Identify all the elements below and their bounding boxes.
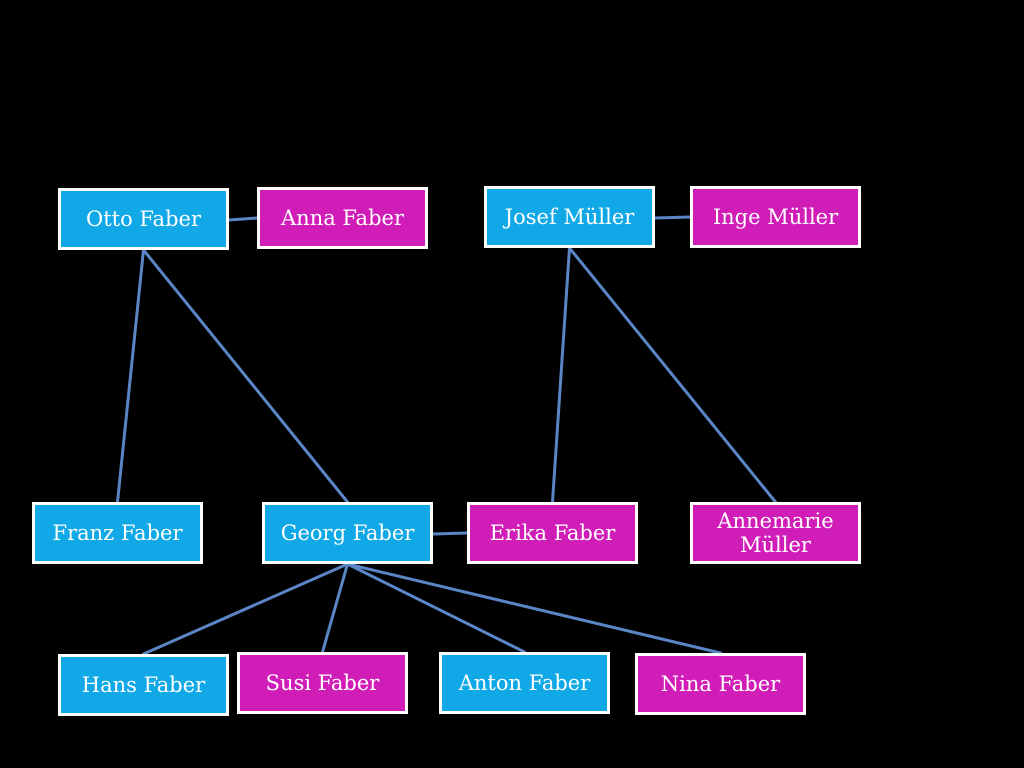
person-box-georg-faber[interactable]: Georg Faber: [262, 502, 433, 564]
person-name: Otto Faber: [86, 206, 201, 231]
person-name: Hans Faber: [81, 672, 206, 697]
person-name: Susi Faber: [265, 670, 380, 695]
person-box-franz-faber[interactable]: Franz Faber: [32, 502, 203, 564]
marriage-line-josef-inge: [653, 215, 692, 220]
person-box-erika-faber[interactable]: Erika Faber: [467, 502, 638, 564]
marriage-line-georg-erika: [431, 531, 469, 536]
person-box-anna-faber[interactable]: Anna Faber: [257, 187, 428, 249]
person-box-josef-mueller[interactable]: Josef Müller: [484, 186, 655, 248]
descent-line-georg-susi: [321, 562, 349, 654]
person-name: Georg Faber: [280, 520, 415, 545]
person-name: Anna Faber: [281, 205, 404, 230]
descent-line-georg-anton: [346, 562, 526, 654]
descent-line-josef-annemarie: [568, 246, 777, 504]
person-name: Anton Faber: [458, 670, 591, 695]
person-box-susi-faber[interactable]: Susi Faber: [237, 652, 408, 714]
person-box-inge-mueller[interactable]: Inge Müller: [690, 186, 861, 248]
descent-line-otto-franz: [116, 248, 145, 504]
person-box-anton-faber[interactable]: Anton Faber: [439, 652, 610, 714]
person-name: Nina Faber: [660, 671, 781, 696]
person-name: Erika Faber: [489, 520, 616, 545]
person-box-nina-faber[interactable]: Nina Faber: [635, 653, 806, 715]
person-name: Annemarie Müller: [717, 508, 834, 557]
person-name: Franz Faber: [52, 520, 183, 545]
descent-line-georg-nina: [346, 562, 722, 655]
person-box-otto-faber[interactable]: Otto Faber: [58, 188, 229, 250]
person-box-hans-faber[interactable]: Hans Faber: [58, 654, 229, 716]
person-box-annemarie-mueller[interactable]: Annemarie Müller: [690, 502, 861, 564]
descent-line-georg-hans: [142, 562, 349, 656]
person-name: Inge Müller: [712, 204, 839, 229]
marriage-line-otto-anna: [227, 216, 259, 222]
descent-line-otto-georg: [142, 248, 349, 504]
person-name: Josef Müller: [504, 204, 635, 229]
descent-line-josef-erika: [551, 246, 571, 504]
